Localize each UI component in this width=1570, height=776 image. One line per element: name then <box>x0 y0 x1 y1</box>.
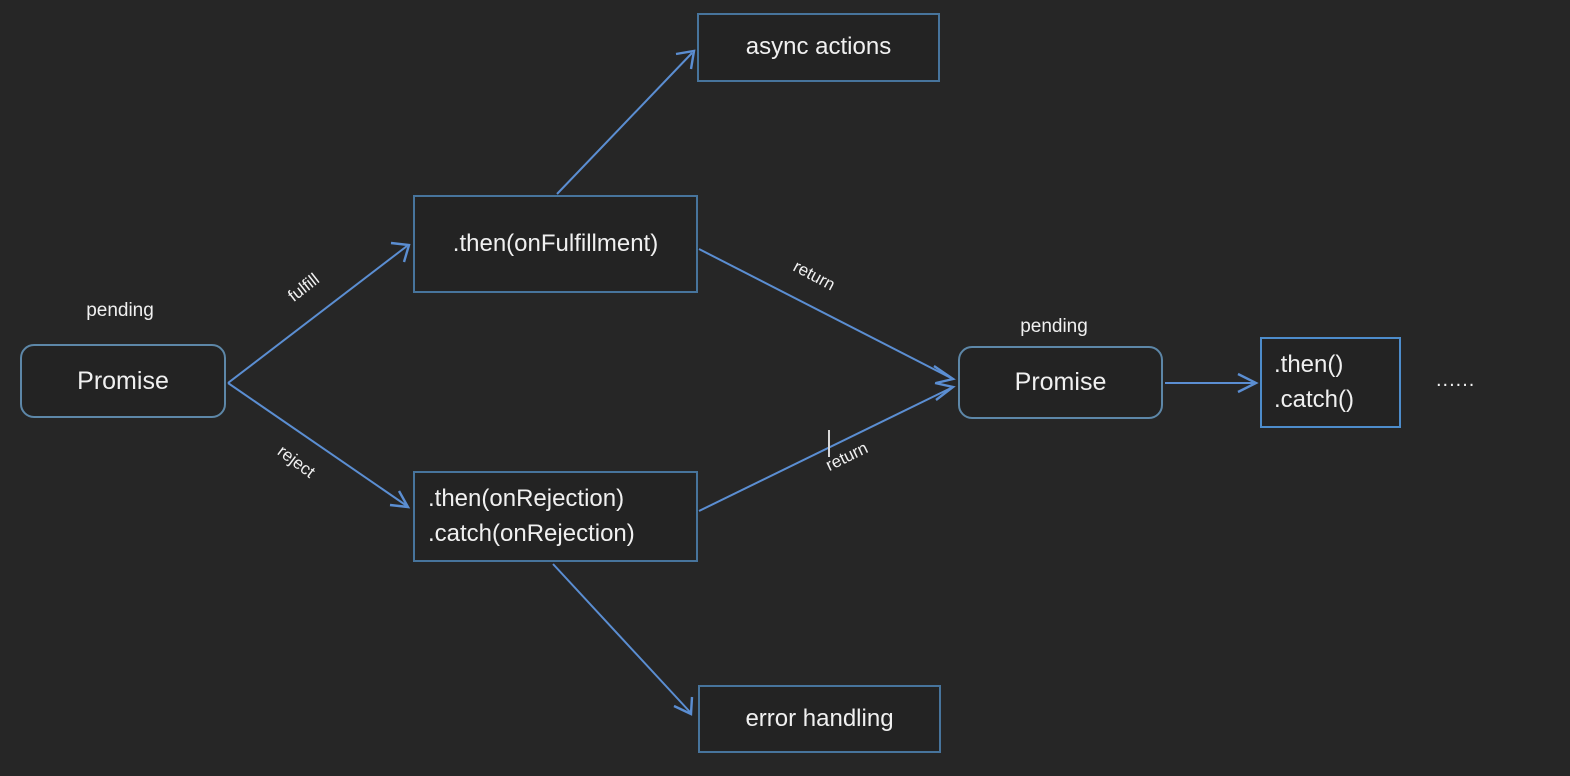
then-rejection-line2: .catch(onRejection) <box>428 519 635 547</box>
promise2-state-label: pending <box>1020 316 1088 337</box>
then-fulfillment-label: .then(onFulfillment) <box>452 229 659 257</box>
promise1-node: Promise <box>20 344 226 418</box>
error-handling-arrow <box>552 563 694 716</box>
continuation-ellipsis: ...... <box>1436 369 1476 391</box>
then-catch-line1: .then() <box>1274 350 1344 378</box>
fulfill-arrow <box>227 241 411 384</box>
then-rejection-node: .then(onRejection) .catch(onRejection) <box>413 471 698 562</box>
async-actions-arrow <box>556 49 696 195</box>
error-handling-node: error handling <box>698 685 941 753</box>
promise1-state-label: pending <box>86 300 154 321</box>
promise2-node: Promise <box>958 346 1163 419</box>
text-cursor <box>828 430 830 457</box>
next-then-arrow <box>1165 372 1259 394</box>
promise2-label: Promise <box>1014 368 1107 397</box>
error-handling-label: error handling <box>745 704 894 732</box>
promise1-label: Promise <box>77 366 169 395</box>
async-actions-label: async actions <box>745 33 892 61</box>
return-bottom-arrow <box>698 381 956 512</box>
reject-arrow <box>227 382 411 509</box>
async-actions-node: async actions <box>697 13 940 82</box>
then-catch-line2: .catch() <box>1274 385 1355 413</box>
then-catch-node: .then() .catch() <box>1260 337 1401 428</box>
then-fulfillment-node: .then(onFulfillment) <box>413 195 698 293</box>
then-rejection-line1: .then(onRejection) <box>428 484 625 512</box>
return-top-arrow <box>698 248 956 385</box>
